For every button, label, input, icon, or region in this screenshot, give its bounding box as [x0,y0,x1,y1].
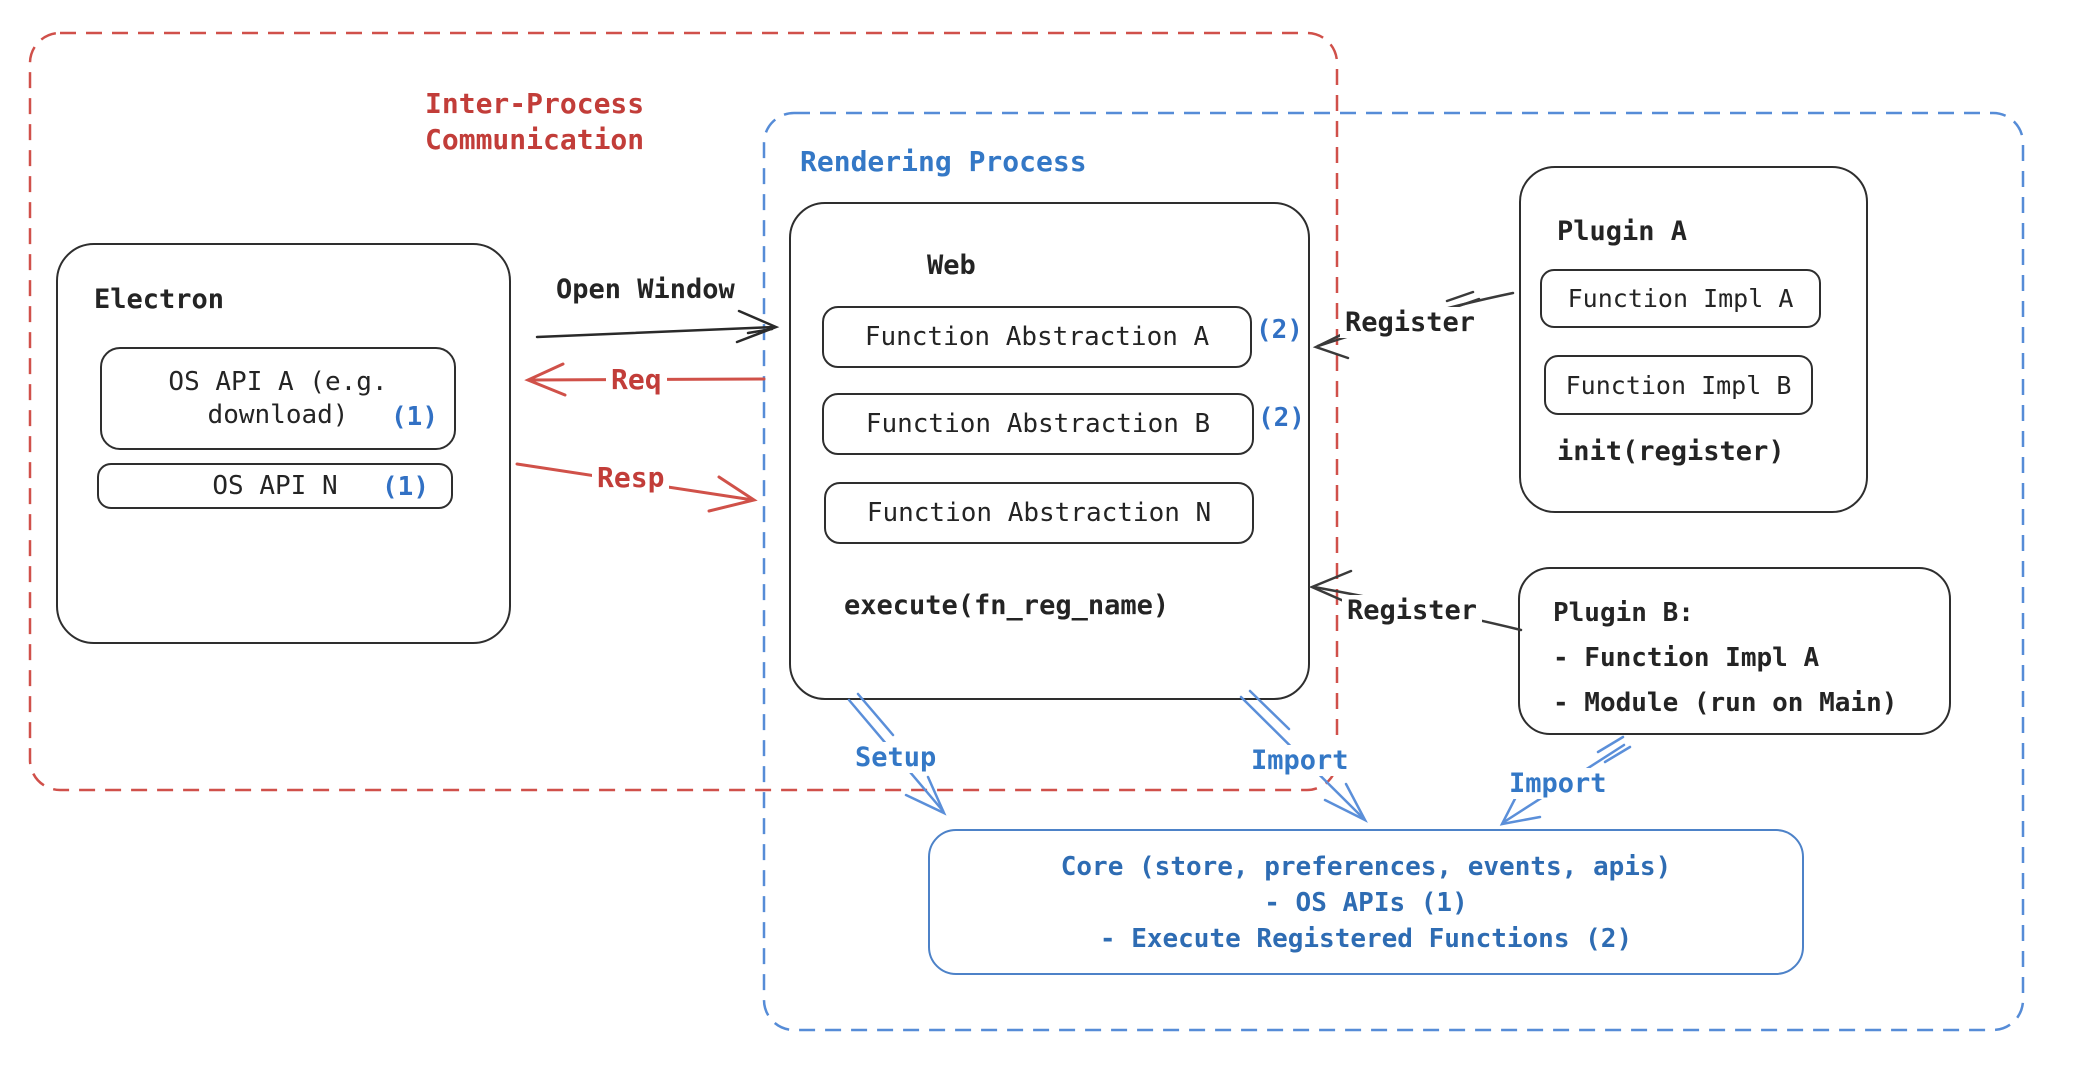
function-abstraction-n-box: Function Abstraction N [824,482,1254,544]
function-abstraction-a-box: Function Abstraction A [822,306,1252,368]
os-api-a-badge: (1) [391,402,438,432]
web-title: Web [927,250,976,281]
os-api-n-box: OS API N (1) [97,463,453,509]
register-b-label: Register [1342,595,1483,626]
plugin-a-title: Plugin A [1557,216,1688,247]
resp-label: Resp [592,461,670,494]
setup-label: Setup [850,742,942,773]
ipc-group-label: Inter-Process Communication [425,87,645,156]
open-window-label: Open Window [551,274,740,305]
function-abstraction-n-label: Function Abstraction N [866,498,1212,528]
electron-box: Electron OS API A (e.g. download) (1) OS… [56,243,511,644]
function-impl-a-label: Function Impl A [1567,284,1794,313]
rendering-group-label: Rendering Process [800,145,1087,178]
plugin-a-box: Plugin A Function Impl A Function Impl B… [1519,166,1868,513]
core-text: Core (store, preferences, events, apis) … [1060,852,1672,954]
web-box: Web Function Abstraction A Function Abst… [789,202,1310,700]
web-execute-text: execute(fn_reg_name) [844,590,1170,621]
plugin-b-text: Plugin B: - Function Impl A - Module (ru… [1553,598,1898,718]
electron-title: Electron [94,284,225,315]
core-box: Core (store, preferences, events, apis) … [928,829,1804,975]
os-api-a-box: OS API A (e.g. download) (1) [100,347,456,450]
function-abstraction-b-label: Function Abstraction B [865,409,1211,439]
os-api-n-label: OS API N [212,471,338,501]
function-abstraction-a-label: Function Abstraction A [864,322,1210,352]
function-abstraction-b-box: Function Abstraction B [822,393,1254,455]
import-plugin-b-label: Import [1504,768,1612,799]
register-a-label: Register [1340,307,1481,338]
import-web-label: Import [1246,745,1354,776]
function-abstraction-a-badge: (2) [1256,315,1303,345]
plugin-b-box: Plugin B: - Function Impl A - Module (ru… [1518,567,1951,735]
function-impl-b-label: Function Impl B [1565,370,1792,400]
function-abstraction-b-badge: (2) [1258,403,1305,433]
function-impl-a-box: Function Impl A [1540,269,1821,328]
function-impl-b-box: Function Impl B [1544,355,1813,415]
plugin-a-init-text: init(register) [1557,436,1785,467]
os-api-n-badge: (1) [382,472,429,502]
open-window-arrow [535,309,780,344]
req-label: Req [606,363,667,396]
os-api-a-label: OS API A (e.g. download) [168,366,388,430]
